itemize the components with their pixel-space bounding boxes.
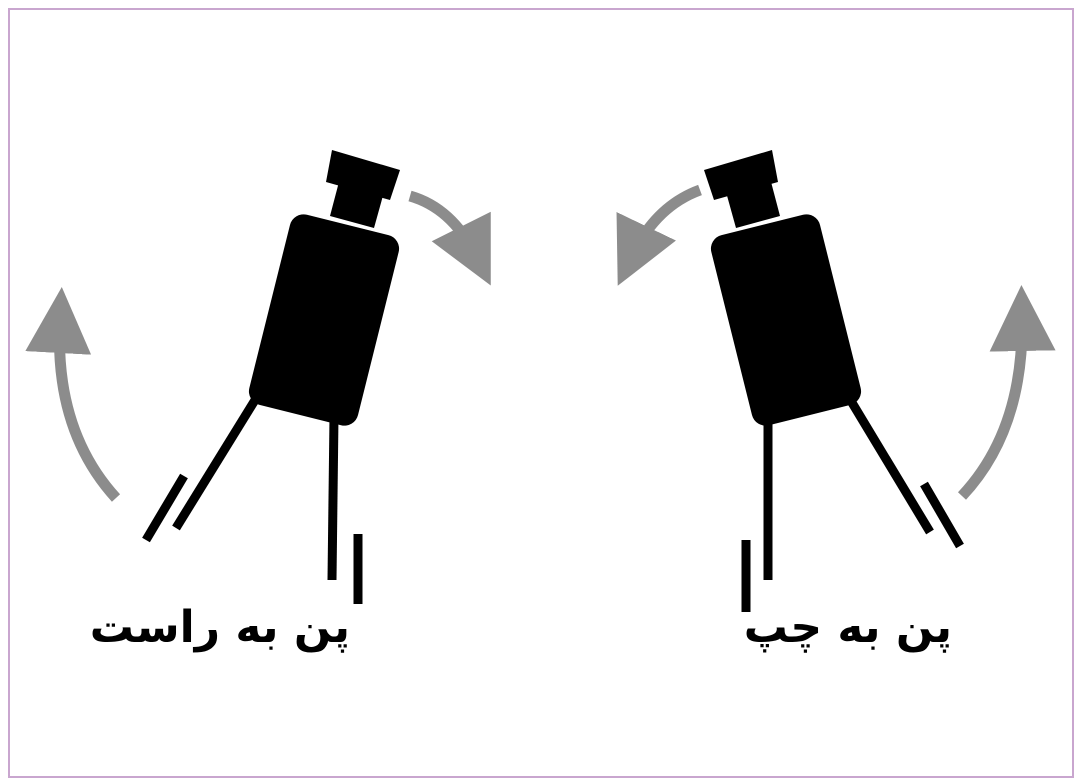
tripod-camera-pan-left-icon bbox=[704, 150, 960, 612]
camera-body-icon bbox=[708, 211, 864, 428]
tripod-legs-icon bbox=[146, 392, 358, 604]
curved-arrow-icon bbox=[59, 320, 116, 498]
tripod-camera-pan-right-icon bbox=[146, 150, 402, 604]
tripod-legs-icon bbox=[746, 396, 960, 612]
camera-head-icon bbox=[326, 150, 400, 228]
curved-arrow-icon bbox=[632, 190, 700, 256]
curved-arrow-icon bbox=[962, 318, 1022, 496]
pan-right-caption: پن به راست bbox=[118, 598, 350, 658]
curved-arrow-icon bbox=[410, 196, 476, 256]
camera-head-icon bbox=[704, 150, 780, 228]
pan-left-caption: پن به چپ bbox=[752, 598, 952, 658]
camera-body-icon bbox=[246, 211, 402, 428]
